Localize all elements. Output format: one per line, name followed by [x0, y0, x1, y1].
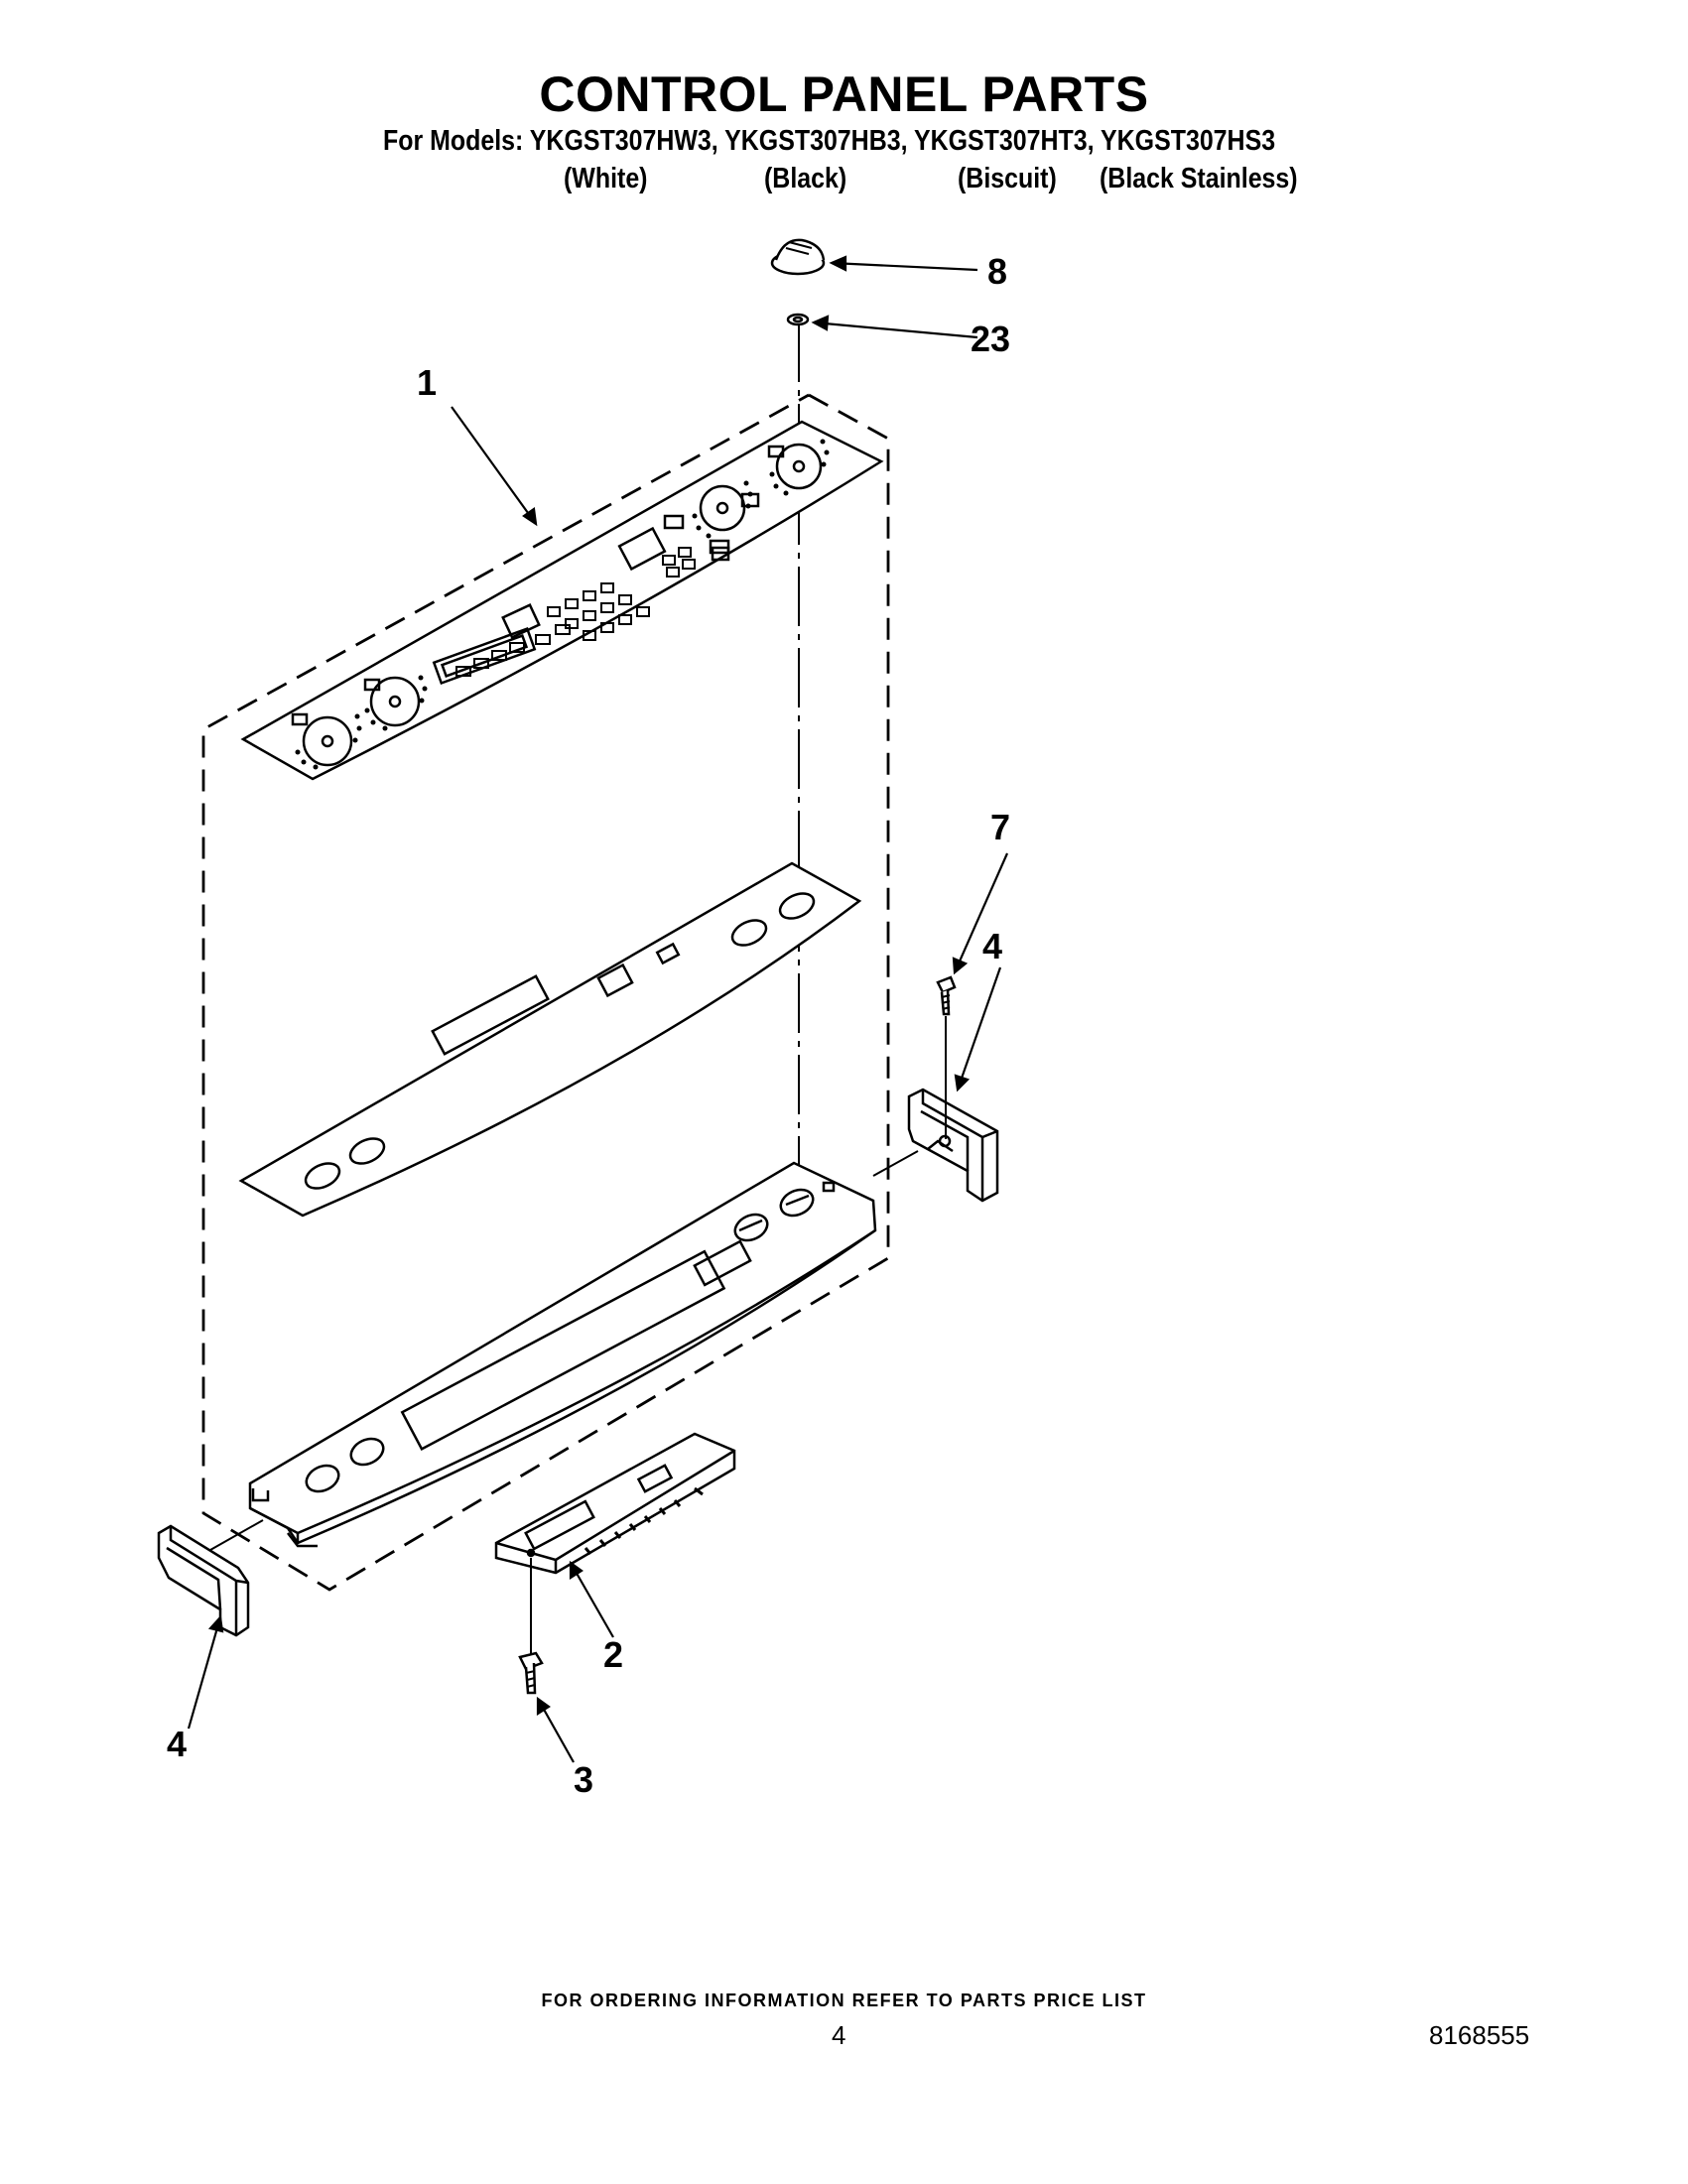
screw-board: [518, 1558, 544, 1695]
callout-end-cap-left: 4: [167, 1724, 187, 1764]
overlay-panel: [240, 420, 884, 781]
callout-end-cap-right: 4: [982, 926, 1002, 966]
callout-washer: 23: [971, 319, 1010, 359]
callout-screw-right: 7: [990, 807, 1010, 847]
color-white: (White): [564, 163, 648, 194]
backing-plate: [238, 861, 862, 1218]
callout-knob: 8: [987, 251, 1007, 292]
page-number: 4: [832, 2020, 846, 2050]
assembly-boundary: [201, 393, 890, 1592]
washer-part: [786, 313, 810, 326]
document-number: 8168555: [1429, 2020, 1530, 2050]
callout-control-board: 2: [603, 1634, 623, 1675]
leader-lines: [187, 255, 1009, 1763]
screw-right: [936, 975, 957, 1139]
control-panel-housing: [248, 1161, 877, 1548]
knob-part: [770, 238, 826, 276]
end-cap-right: [907, 1088, 999, 1203]
page-title: CONTROL PANEL PARTS: [539, 66, 1149, 122]
end-cap-left: [157, 1524, 250, 1637]
color-black-stainless: (Black Stainless): [1100, 163, 1298, 194]
models-line: For Models: YKGST307HW3, YKGST307HB3, YK…: [383, 125, 1276, 157]
end-cap-left-alignment: [209, 1519, 264, 1551]
color-biscuit: (Biscuit): [958, 163, 1057, 194]
end-cap-right-alignment: [872, 1150, 919, 1177]
callout-screw-board: 3: [574, 1759, 593, 1800]
ordering-info-footer: FOR ORDERING INFORMATION REFER TO PARTS …: [541, 1991, 1147, 2010]
color-black: (Black): [764, 163, 847, 194]
control-board: [494, 1432, 736, 1575]
callout-overlay: 1: [417, 362, 437, 403]
